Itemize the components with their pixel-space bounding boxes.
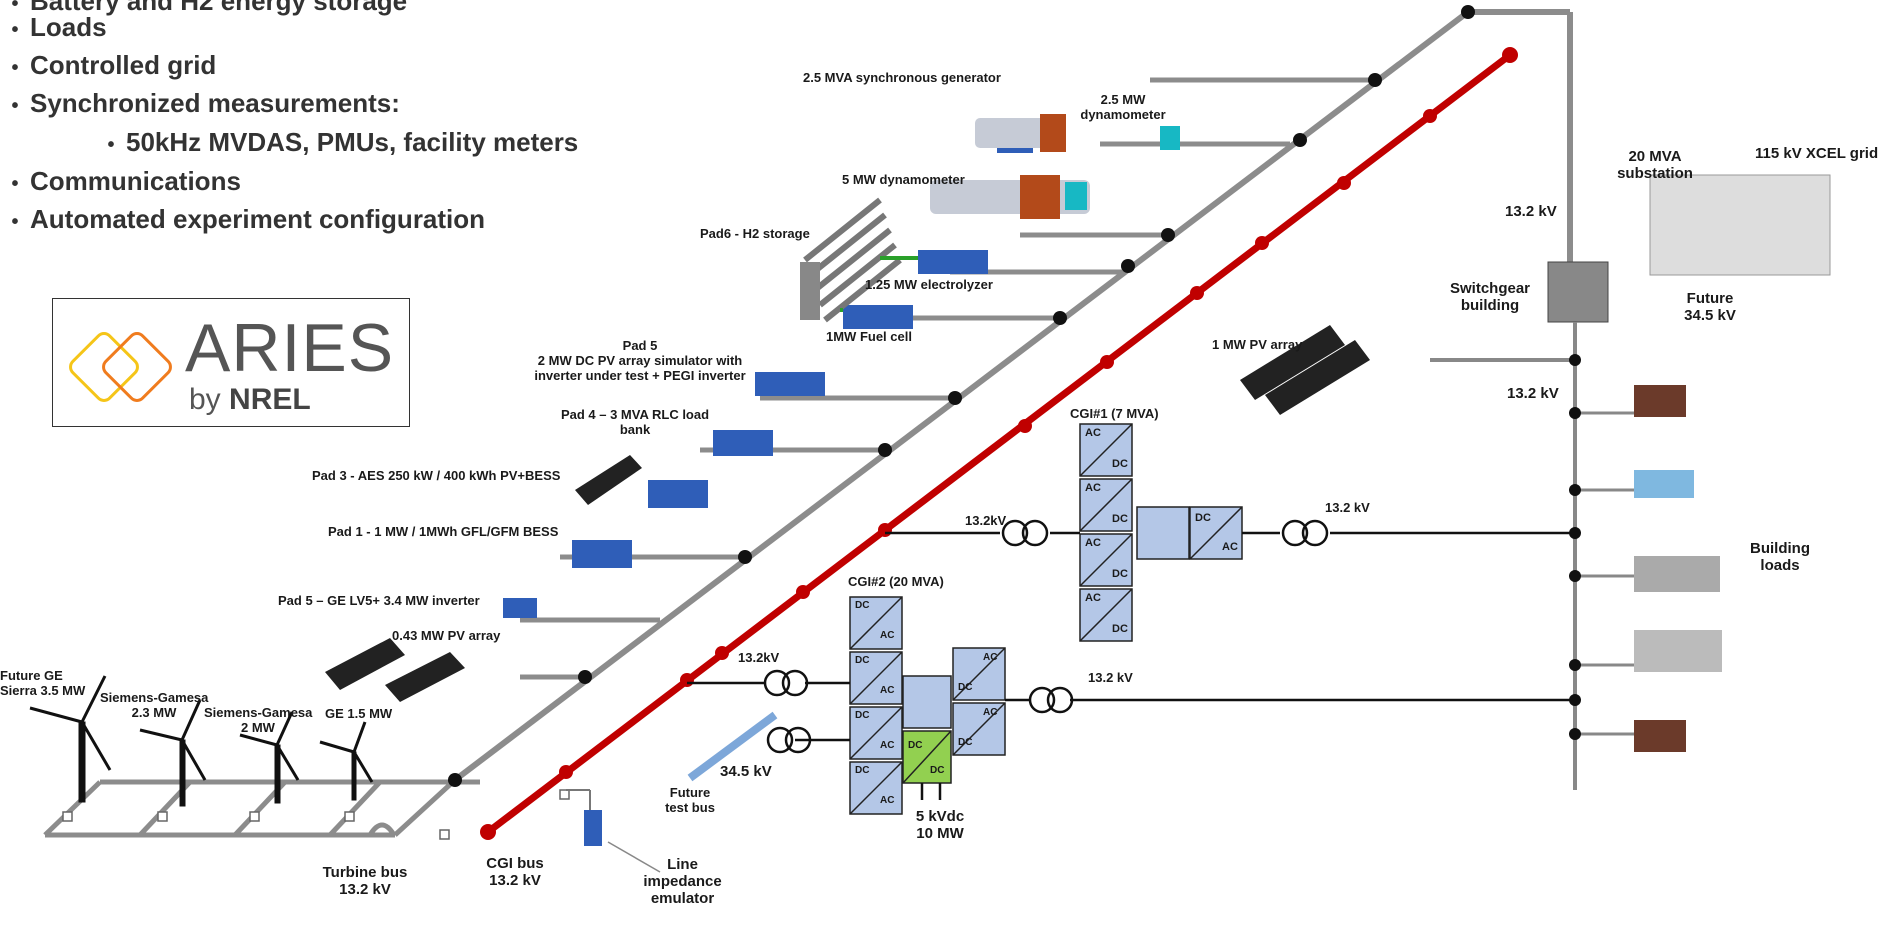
aries-logo: ARIES by NREL bbox=[52, 298, 410, 427]
transformers bbox=[763, 519, 1329, 754]
converter-dc-label: DC bbox=[855, 600, 870, 611]
pad3-label: Pad 3 - AES 250 kW / 400 kWh PV+BESS bbox=[312, 468, 561, 483]
converter-ac-label: AC bbox=[1085, 537, 1101, 549]
pv-arrays bbox=[325, 325, 1370, 702]
converter-dc-label: DC bbox=[1112, 513, 1128, 525]
converter-ac-label: AC bbox=[880, 630, 895, 641]
converter-dc-label: DC bbox=[1195, 512, 1211, 524]
converter-ac-label: AC bbox=[880, 685, 895, 696]
substation bbox=[1649, 174, 1831, 276]
converter-ac-label: AC bbox=[1085, 592, 1101, 604]
cgi-bus-nodes bbox=[480, 47, 1518, 840]
converter-dc-label: DC bbox=[855, 765, 870, 776]
sync-gen-label: 2.5 MVA synchronous generator bbox=[803, 70, 1001, 85]
cgi1-converter bbox=[1079, 423, 1243, 642]
kv132-top-label: 13.2 kV bbox=[1505, 203, 1557, 220]
line-impedance-emulator bbox=[584, 810, 602, 846]
capability-subitem: •50kHz MVDAS, PMUs, facility meters bbox=[107, 127, 579, 157]
capability-item: •Loads bbox=[11, 12, 107, 42]
fuel-cell-label: 1MW Fuel cell bbox=[826, 329, 912, 344]
h2-storage bbox=[803, 197, 902, 323]
logo-title: ARIES bbox=[185, 310, 395, 386]
cgi2-voltage-out: 13.2 kV bbox=[1088, 670, 1133, 685]
capability-item: •Controlled grid bbox=[11, 50, 217, 80]
pad1-label: Pad 1 - 1 MW / 1MWh GFL/GFM BESS bbox=[328, 524, 559, 539]
capability-item: •Automated experiment configuration bbox=[11, 204, 486, 234]
kv132-right-label: 13.2 kV bbox=[1507, 385, 1559, 402]
converter-ac-label: AC bbox=[880, 740, 895, 751]
feeder-laterals bbox=[520, 77, 1375, 680]
converter-dc-label: DC bbox=[1112, 458, 1128, 470]
h2-label: Pad6 - H2 storage bbox=[700, 226, 810, 241]
capability-item: •Communications bbox=[11, 166, 241, 196]
cgi2-converter bbox=[849, 596, 1006, 815]
converter-connections bbox=[687, 531, 1573, 800]
converter-ac-label: AC bbox=[1085, 482, 1101, 494]
xcel-grid-label: 115 kV XCEL grid bbox=[1755, 145, 1879, 162]
electrolyzer-label: 1.25 MW electrolyzer bbox=[865, 277, 993, 292]
dcdc-label: DC bbox=[908, 740, 923, 751]
converter-ac-label: AC bbox=[983, 652, 998, 663]
wind-turbines bbox=[29, 675, 374, 807]
dyno-5-label: 5 MW dynamometer bbox=[842, 172, 965, 187]
converter-ac-label: AC bbox=[1222, 541, 1238, 553]
dynamometers bbox=[930, 114, 1180, 219]
bus-nodes bbox=[448, 5, 1475, 787]
cgi2-voltage-in: 13.2kV bbox=[738, 650, 780, 665]
cgi1-title: CGI#1 (7 MVA) bbox=[1070, 406, 1159, 421]
cgi2-title: CGI#2 (20 MVA) bbox=[848, 574, 944, 589]
building-loads bbox=[1634, 385, 1722, 752]
converter-dc-label: DC bbox=[1112, 623, 1128, 635]
converter-ac-label: AC bbox=[880, 795, 895, 806]
converter-dc-label: DC bbox=[1112, 568, 1128, 580]
converter-dc-label: DC bbox=[855, 710, 870, 721]
cgi1-voltage-in: 13.2kV bbox=[965, 513, 1007, 528]
kv345-label: 34.5 kV bbox=[720, 763, 772, 780]
logo-subtitle: by NREL bbox=[189, 383, 311, 416]
converter-dc-label: DC bbox=[958, 682, 973, 693]
capability-item: •Battery and H2 energy storage bbox=[11, 0, 408, 16]
converter-dc-label: DC bbox=[958, 737, 973, 748]
dcdc-label: DC bbox=[930, 765, 945, 776]
pv043-label: 0.43 MW PV array bbox=[392, 628, 501, 643]
converter-ac-label: AC bbox=[983, 707, 998, 718]
pad5-ge-label: Pad 5 – GE LV5+ 3.4 MW inverter bbox=[278, 593, 480, 608]
converter-dc-label: DC bbox=[855, 655, 870, 666]
capability-item: •Synchronized measurements: bbox=[11, 88, 400, 118]
pv1-label: 1 MW PV array bbox=[1212, 337, 1303, 352]
cgi1-voltage-out: 13.2 kV bbox=[1325, 500, 1370, 515]
converter-ac-label: AC bbox=[1085, 427, 1101, 439]
switchgear-building bbox=[1547, 261, 1609, 323]
ge15-label: GE 1.5 MW bbox=[325, 706, 393, 721]
turbine-feeder-network bbox=[43, 779, 480, 837]
aries-logo-mark bbox=[69, 332, 172, 402]
